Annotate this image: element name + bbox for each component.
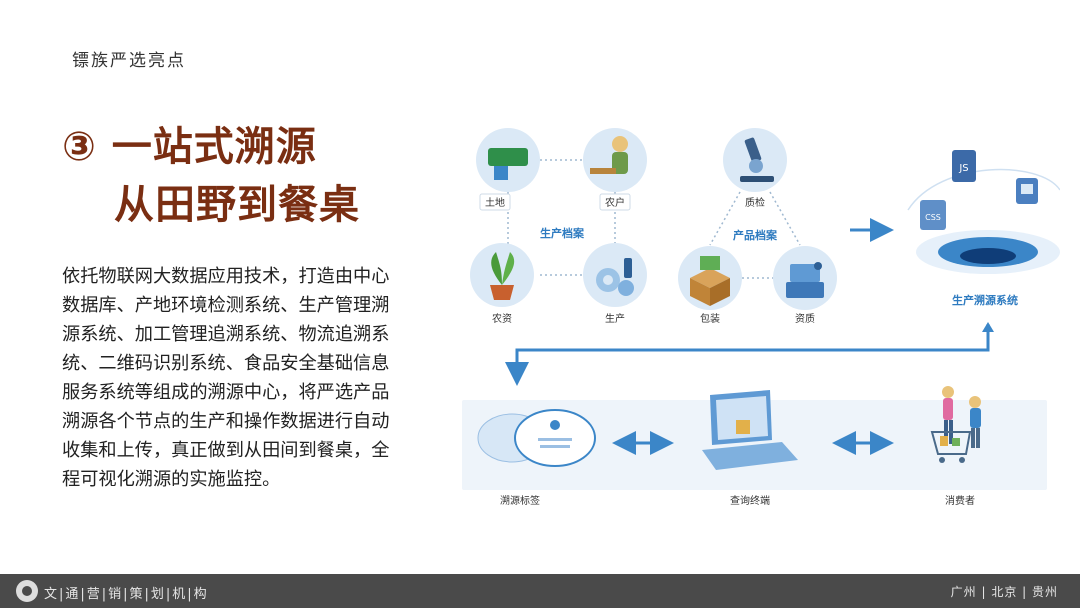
headline-line-2: 从田野到餐桌: [114, 182, 360, 228]
section-eyebrow: 镖族严选亮点: [72, 51, 186, 71]
node-packaging: 包装: [678, 246, 742, 325]
node-query-terminal: [702, 390, 798, 470]
footer-bar: 文|通|营|销|策|划|机|构 广州 | 北京 | 贵州: [0, 574, 1080, 608]
node-farmer: 农户: [583, 128, 647, 211]
label-qualification: 资质: [795, 313, 815, 325]
image-icon: [1016, 178, 1038, 204]
traceability-diagram: 土地 农户 生产档案 农资 生产 质检 产品档案 包装: [462, 128, 1060, 507]
label-production: 生产: [605, 312, 625, 325]
brand-logo-icon: [16, 580, 38, 602]
headline-line-1: ③ 一站式溯源: [62, 124, 317, 170]
product-archive-links: [709, 191, 801, 279]
label-consumer: 消费者: [945, 494, 975, 507]
node-land: 土地: [476, 128, 540, 211]
production-archive-title: 生产档案: [540, 226, 585, 240]
label-packaging: 包装: [700, 312, 720, 325]
label-trace-label: 溯源标签: [500, 494, 540, 507]
footer-brand: 文|通|营|销|策|划|机|构: [44, 587, 209, 602]
return-arrow: [505, 324, 990, 386]
node-production: 生产: [583, 243, 647, 325]
label-query-terminal: 查询终端: [730, 494, 770, 507]
footer-cities: 广州 | 北京 | 贵州: [950, 585, 1058, 599]
node-consumer: [930, 386, 981, 463]
css-icon: CSS: [920, 200, 946, 230]
product-archive-title: 产品档案: [733, 228, 778, 242]
production-archive-links: [507, 159, 616, 276]
label-land: 土地: [485, 196, 505, 209]
svg-text:CSS: CSS: [925, 213, 941, 222]
node-qualification: 资质: [773, 246, 837, 325]
traceability-system-graphic: CSS JS: [907, 150, 1060, 274]
label-quality-inspection: 质检: [745, 196, 765, 209]
node-trace-label: [477, 409, 596, 467]
node-quality-inspection: 质检: [723, 128, 787, 209]
page-headline: ③ 一站式溯源 从田野到餐桌: [62, 118, 360, 234]
js-icon: JS: [952, 150, 976, 182]
label-agri-supplies: 农资: [492, 312, 512, 325]
node-agri-supplies: 农资: [470, 243, 534, 325]
system-title: 生产溯源系统: [952, 293, 1018, 307]
label-farmer: 农户: [605, 196, 625, 209]
description-paragraph: 依托物联网大数据应用技术，打造由中心数据库、产地环境检测系统、生产管理溯源系统、…: [62, 266, 390, 490]
svg-text:JS: JS: [958, 163, 968, 174]
